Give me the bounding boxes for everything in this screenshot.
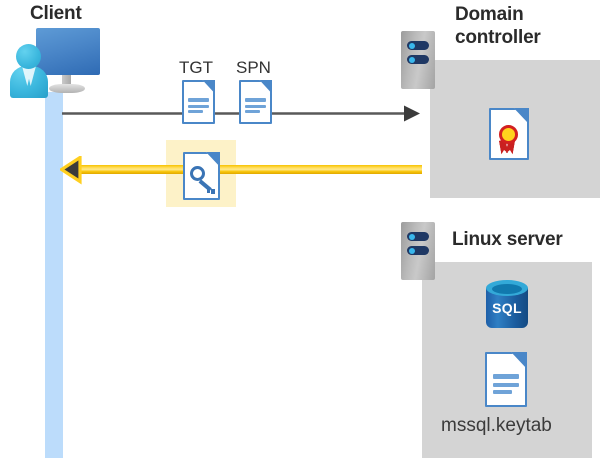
document-text-line (244, 110, 261, 114)
server-bay (407, 246, 429, 255)
monitor-screen-icon (36, 28, 100, 75)
client-lifeline-bar (45, 92, 63, 458)
linux-server-icon (401, 222, 435, 280)
server-bay (407, 55, 429, 64)
domain-controller-title-line2: controller (455, 27, 541, 48)
sql-database-icon: SQL (486, 280, 528, 332)
keytab-document-icon (485, 352, 527, 407)
monitor-stand-neck (62, 75, 71, 86)
spn-document-icon (239, 80, 272, 124)
tgt-document-icon (182, 80, 215, 124)
document-text-line (187, 110, 204, 114)
key-icon (190, 166, 206, 182)
keytab-filename-label: mssql.keytab (441, 415, 552, 436)
response-arrow (58, 154, 422, 186)
server-led (409, 247, 415, 254)
server-led (409, 56, 415, 63)
server-bay (407, 232, 429, 241)
document-text-line (244, 97, 267, 102)
document-text-line (492, 389, 512, 394)
document-page (182, 80, 215, 124)
person-head-icon (16, 44, 41, 69)
document-text-line (492, 382, 520, 387)
document-text-line (187, 97, 210, 102)
client-workstation-icon (10, 28, 100, 98)
server-bay (407, 41, 429, 50)
request-arrow (62, 104, 420, 124)
database-cylinder-top-inner (492, 283, 522, 294)
server-led (409, 42, 415, 49)
client-title: Client (30, 3, 82, 24)
key-tooth (211, 189, 215, 195)
spn-label: SPN (236, 58, 271, 77)
key-tooth (206, 186, 211, 193)
document-text-line (492, 374, 520, 379)
domain-controller-title: Domain controller (455, 3, 595, 49)
sql-database-label: SQL (492, 300, 522, 316)
domain-controller-server-icon (401, 31, 435, 89)
document-text-line (187, 104, 210, 108)
document-text-line (244, 104, 267, 108)
tgt-label: TGT (179, 58, 213, 77)
monitor-stand-base (49, 84, 85, 93)
domain-controller-title-line1: Domain (455, 4, 524, 25)
kerberos-ticket-document-icon (183, 152, 220, 200)
certificate-seal-icon (499, 124, 519, 144)
linux-server-title: Linux server (452, 229, 563, 250)
certificate-document-icon (489, 108, 529, 160)
server-led (409, 233, 415, 240)
